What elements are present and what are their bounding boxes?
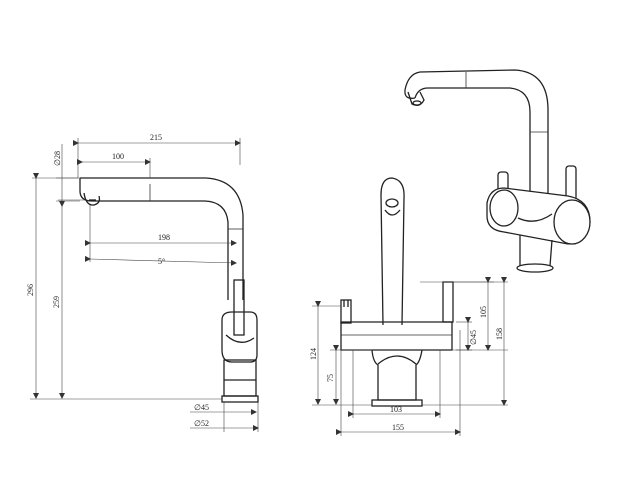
dim-dia28-label: ∅28 (53, 151, 62, 166)
dim-dia45-front-label: ∅45 (469, 330, 478, 345)
dim-124-label: 124 (309, 348, 318, 360)
dim-dia45-label: ∅45 (194, 403, 209, 412)
dim-259-label: 259 (52, 296, 61, 308)
dim-75-label: 75 (326, 374, 335, 382)
dim-198-label: 198 (158, 233, 170, 242)
side-view: 215 100 ∅28 198 5° 296 259 ∅45 ∅52 (26, 133, 259, 432)
front-view: 124 75 103 155 ∅45 105 158 (309, 177, 508, 436)
dim-215-label: 215 (150, 133, 162, 142)
dim-158-label: 158 (495, 328, 504, 340)
dim-100-label: 100 (112, 152, 124, 161)
dim-296-label: 296 (26, 284, 35, 296)
dim-103-label: 103 (390, 405, 402, 414)
dim-155-label: 155 (392, 423, 404, 432)
perspective-view (404, 69, 591, 273)
dim-angle-label: 5° (158, 257, 165, 266)
dim-105-label: 105 (479, 306, 488, 318)
dim-dia52-label: ∅52 (194, 419, 209, 428)
